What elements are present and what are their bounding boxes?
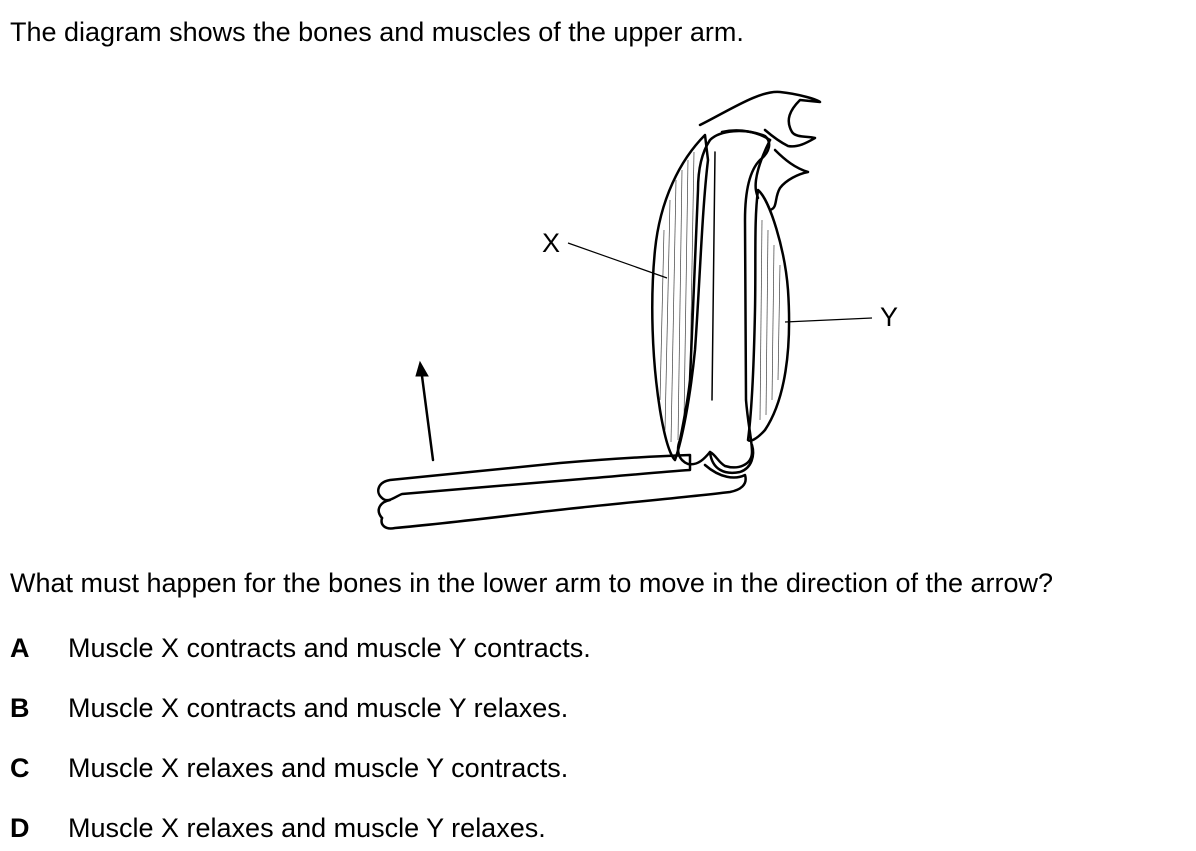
arm-diagram: X Y — [377, 90, 898, 530]
muscle-x — [651, 133, 710, 462]
scapula-lower — [768, 148, 810, 212]
option-letter: D — [10, 813, 30, 843]
option-text: Muscle X relaxes and muscle Y contracts. — [68, 753, 569, 783]
muscle-y — [746, 188, 791, 442]
option-text: Muscle X contracts and muscle Y contract… — [68, 633, 591, 663]
option-letter: B — [10, 693, 30, 723]
label-x: X — [542, 228, 560, 258]
leader-line-y — [784, 317, 873, 323]
ulna — [380, 463, 747, 530]
question-text: What must happen for the bones in the lo… — [10, 568, 1054, 598]
elbow-joint — [708, 443, 755, 474]
option-b[interactable]: B Muscle X contracts and muscle Y relaxe… — [10, 690, 910, 726]
label-y: Y — [880, 302, 898, 332]
tendon-x — [720, 129, 772, 142]
option-text: Muscle X contracts and muscle Y relaxes. — [68, 693, 569, 723]
tendon-y — [754, 138, 772, 200]
ulna-end — [377, 498, 392, 520]
humerus-inner — [711, 151, 716, 401]
radius — [377, 453, 692, 502]
intro-text: The diagram shows the bones and muscles … — [10, 17, 744, 47]
option-text: Muscle X relaxes and muscle Y relaxes. — [68, 813, 546, 843]
leader-line-x — [567, 242, 668, 279]
option-d[interactable]: D Muscle X relaxes and muscle Y relaxes. — [10, 810, 910, 846]
option-c[interactable]: C Muscle X relaxes and muscle Y contract… — [10, 750, 910, 786]
movement-arrow-shaft — [420, 374, 435, 462]
movement-arrow-head — [415, 360, 429, 377]
scapula — [698, 90, 822, 148]
option-a[interactable]: A Muscle X contracts and muscle Y contra… — [10, 630, 910, 666]
option-letter: C — [10, 753, 30, 783]
option-letter: A — [10, 633, 30, 663]
